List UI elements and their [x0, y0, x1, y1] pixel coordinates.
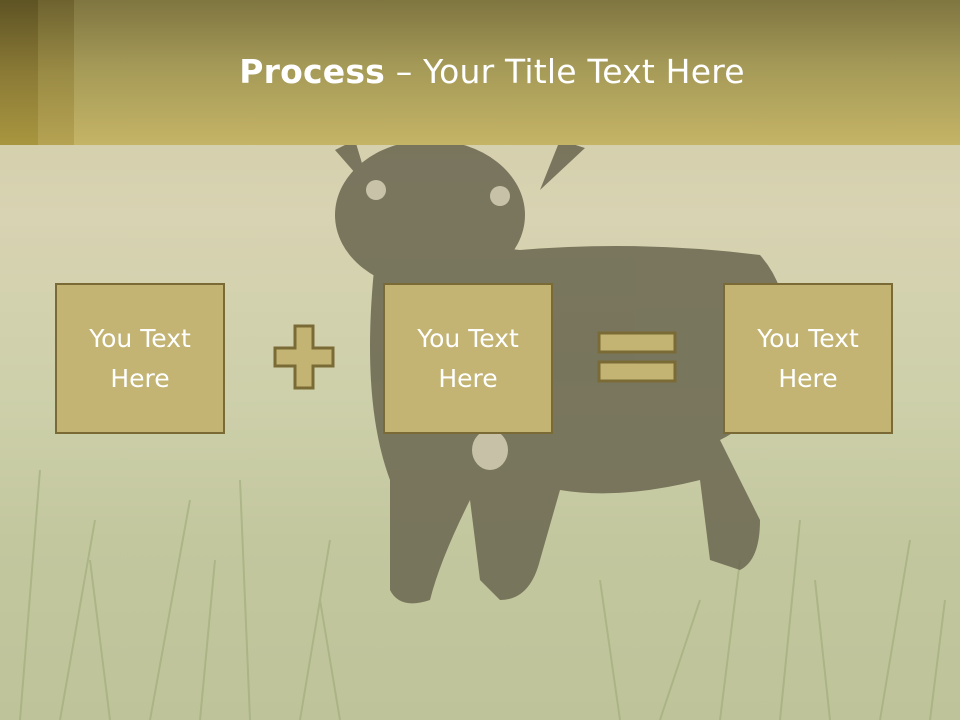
header-accent-strip — [0, 0, 38, 145]
title-rest-text: – Your Title Text Here — [385, 52, 745, 91]
process-box-text-line1: You Text — [757, 323, 859, 353]
equals-icon[interactable] — [597, 331, 677, 383]
process-box-text-line2: Here — [778, 363, 838, 393]
title-header: Process – Your Title Text Here — [0, 0, 960, 145]
process-box-text-line1: You Text — [89, 323, 191, 353]
process-box-text-line2: Here — [438, 363, 498, 393]
process-box-text-line2: Here — [110, 363, 170, 393]
process-box-2[interactable]: You Text Here — [383, 283, 553, 434]
header-accent-strip — [38, 0, 74, 145]
process-box-1[interactable]: You Text Here — [55, 283, 225, 434]
plus-icon[interactable] — [273, 324, 335, 390]
process-box-text-line1: You Text — [417, 323, 519, 353]
page-title[interactable]: Process – Your Title Text Here — [0, 52, 960, 91]
title-bold-text: Process — [239, 52, 386, 91]
process-box-3[interactable]: You Text Here — [723, 283, 893, 434]
